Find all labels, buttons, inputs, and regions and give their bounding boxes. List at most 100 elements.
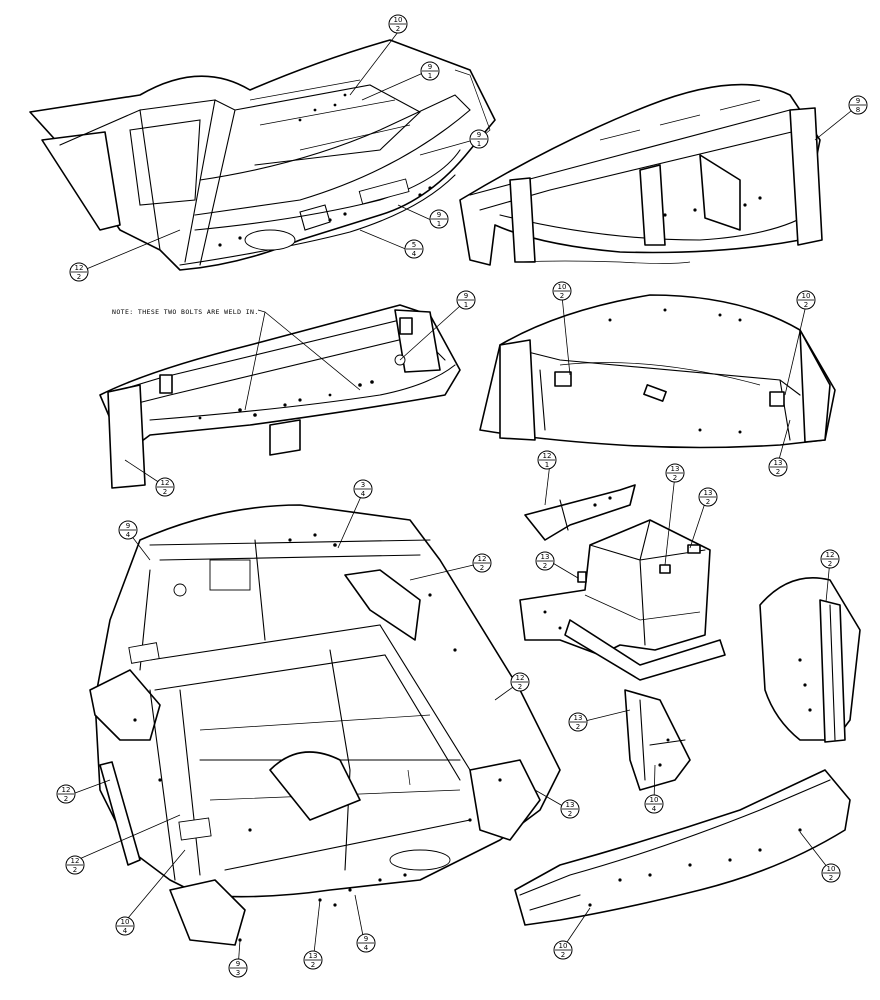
callout-quantity: 3	[236, 969, 240, 977]
callout-c11: 102	[796, 290, 816, 310]
note-leader-line	[244, 309, 361, 411]
view-seat-box	[519, 519, 726, 681]
callout-c16: 132	[535, 551, 555, 571]
callout-quantity: 2	[568, 810, 572, 818]
callout-quantity: 1	[477, 140, 481, 148]
callout-c2: 91	[420, 61, 440, 81]
callout-item-number: 13	[309, 952, 318, 960]
callout-quantity: 2	[776, 468, 780, 476]
view-floor-main	[89, 504, 561, 946]
callout-quantity: 4	[123, 927, 128, 935]
view-front-bolts	[99, 304, 461, 489]
callout-item-number: 13	[574, 714, 583, 722]
callout-quantity: 2	[560, 292, 564, 300]
callout-quantity: 1	[545, 461, 549, 469]
callout-item-number: 5	[412, 241, 416, 249]
callout-item-number: 10	[650, 796, 659, 804]
callout-c26: 132	[568, 712, 588, 732]
callout-c20: 122	[472, 553, 492, 573]
callout-quantity: 4	[126, 531, 131, 539]
view-corner-pillar	[759, 577, 861, 743]
callout-item-number: 10	[121, 918, 130, 926]
callout-item-number: 12	[478, 555, 487, 563]
callout-c17: 122	[820, 549, 840, 569]
callout-quantity: 2	[828, 560, 832, 568]
callout-quantity: 2	[73, 866, 77, 874]
callout-c13: 121	[537, 450, 557, 470]
callout-c21: 122	[510, 672, 530, 692]
callout-quantity: 2	[829, 874, 833, 882]
callout-c10: 102	[552, 281, 572, 301]
callout-c31: 132	[303, 950, 323, 970]
callout-quantity: 2	[396, 25, 400, 33]
callout-quantity: 2	[804, 301, 808, 309]
callout-c24: 104	[115, 916, 135, 936]
callout-item-number: 9	[364, 935, 368, 943]
callout-item-number: 13	[671, 465, 680, 473]
callout-c5: 54	[404, 239, 424, 259]
callout-c12: 132	[768, 457, 788, 477]
callout-item-number: 12	[71, 857, 80, 865]
callout-item-number: 12	[161, 479, 170, 487]
callout-item-number: 9	[477, 131, 481, 139]
callout-item-number: 10	[827, 865, 836, 873]
callout-quantity: 2	[576, 723, 580, 731]
callout-c4: 91	[429, 209, 449, 229]
view-inner-rear	[479, 294, 836, 449]
callout-quantity: 2	[480, 564, 484, 572]
callout-item-number: 9	[464, 292, 468, 300]
callout-c25: 132	[560, 799, 580, 819]
callout-quantity: 4	[364, 944, 369, 952]
view-long-rail	[514, 769, 851, 926]
callout-item-number: 13	[566, 801, 575, 809]
callout-quantity: 2	[311, 961, 315, 969]
callout-item-number: 9	[428, 63, 432, 71]
callout-item-number: 10	[558, 283, 567, 291]
callout-c14: 132	[665, 463, 685, 483]
callout-quantity: 2	[706, 498, 710, 506]
callout-quantity: 2	[543, 562, 547, 570]
callout-quantity: 4	[412, 250, 417, 258]
callout-c19: 94	[118, 520, 138, 540]
callout-item-number: 9	[856, 97, 860, 105]
callout-item-number: 9	[126, 522, 130, 530]
callout-item-number: 12	[75, 264, 84, 272]
callout-quantity: 4	[361, 490, 366, 498]
callout-c22: 122	[56, 784, 76, 804]
callout-quantity: 8	[856, 106, 860, 114]
callout-quantity: 2	[561, 951, 565, 959]
callout-item-number: 12	[543, 452, 552, 460]
callout-quantity: 2	[163, 488, 167, 496]
callout-quantity: 1	[428, 72, 432, 80]
callout-c18: 34	[353, 479, 373, 499]
view-front-frame	[29, 39, 496, 271]
callout-item-number: 13	[541, 553, 550, 561]
callout-c9: 122	[155, 477, 175, 497]
callout-c1: 102	[388, 14, 408, 34]
callout-quantity: 2	[673, 474, 677, 482]
callout-c8: 91	[456, 290, 476, 310]
callout-c7: 98	[848, 95, 868, 115]
callout-quantity: 4	[652, 805, 657, 813]
callout-quantity: 1	[464, 301, 468, 309]
callout-c27: 104	[644, 794, 664, 814]
callout-item-number: 10	[559, 942, 568, 950]
callout-item-number: 13	[704, 489, 713, 497]
callout-item-number: 3	[361, 481, 365, 489]
callout-c6: 122	[69, 262, 89, 282]
callout-item-number: 9	[437, 211, 441, 219]
view-bracket-small	[524, 484, 636, 541]
callout-c30: 93	[228, 958, 248, 978]
callout-c29: 102	[553, 940, 573, 960]
callout-item-number: 12	[826, 551, 835, 559]
callout-quantity: 2	[64, 795, 68, 803]
callout-quantity: 2	[518, 683, 522, 691]
callout-item-number: 10	[802, 292, 811, 300]
callout-item-number: 13	[774, 459, 783, 467]
callout-c15: 132	[698, 487, 718, 507]
callout-quantity: 1	[437, 220, 441, 228]
callout-item-number: 12	[62, 786, 71, 794]
callout-c32: 94	[356, 933, 376, 953]
view-small-post	[624, 689, 691, 791]
